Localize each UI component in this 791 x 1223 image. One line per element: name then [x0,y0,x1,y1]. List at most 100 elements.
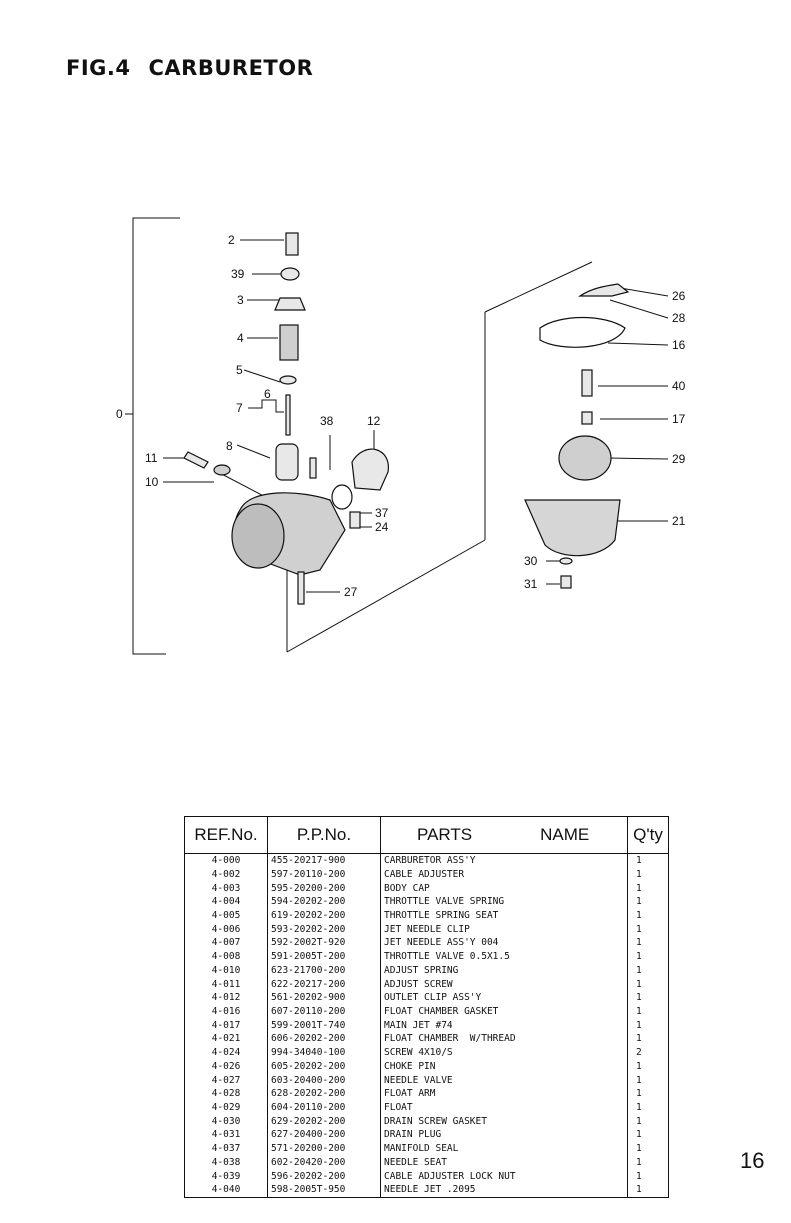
callout-label: 12 [367,414,381,428]
ref-no-cell: 4-002 [184,867,268,882]
part-name-cell: ADJUST SPRING [380,963,628,978]
pp-no-cell: 594-20202-200 [267,895,381,909]
qty-cell: 1 [627,881,669,896]
pp-no-cell: 602-20420-200 [267,1155,381,1170]
screw-shape [349,511,361,529]
figure-number: FIG.4 [66,56,131,80]
pp-no-cell: 628-20202-200 [267,1087,381,1101]
parts-header: PARTS [417,825,473,844]
float-chamber-shape [524,499,621,557]
pp-no-cell: 622-20217-200 [267,977,381,992]
qty-cell: 1 [627,950,669,964]
pp-no-cell: 606-20202-200 [267,1032,381,1047]
ref-no-cell: 4-006 [184,922,268,937]
part-name-cell: FLOAT CHAMBER GASKET [380,1004,628,1019]
part-name-cell: CHOKE PIN [380,1059,628,1074]
ref-no-cell: 4-011 [184,977,268,992]
callout-label: 11 [145,451,158,465]
qty-cell: 1 [627,963,669,978]
pp-no-cell: 597-20110-200 [267,867,381,882]
needle-valve-shape [297,571,305,605]
ref-no-cell: 4-031 [184,1128,268,1143]
spring-shape [279,324,299,361]
qty-cell: 1 [627,895,669,909]
part-name-cell: CABLE ADJUSTER LOCK NUT [380,1169,628,1184]
manifold-seal-shape [331,484,353,510]
pp-no-cell: 607-20110-200 [267,1004,381,1019]
qty-cell: 1 [627,867,669,882]
qty-cell: 1 [627,922,669,937]
jet-needle-shape [285,394,291,436]
pp-no-cell: 591-2005T-200 [267,950,381,964]
ref-no-cell: 4-012 [184,991,268,1005]
pp-no-cell: 629-20202-200 [267,1114,381,1129]
callout-label: 24 [375,520,389,534]
adjust-screw-shape [183,451,209,469]
throttle-valve-shape [275,443,299,481]
qty-cell: 1 [627,1155,669,1170]
part-name-cell: CARBURETOR ASS'Y [380,853,628,868]
callout-label: 5 [236,363,243,377]
qty-cell: 1 [627,936,669,951]
part-name-cell: DRAIN PLUG [380,1128,628,1143]
ref-no-cell: 4-038 [184,1155,268,1170]
pp-no-cell: 619-20202-200 [267,908,381,923]
callout-label: 39 [231,267,245,281]
spring-seat-shape [279,375,297,385]
outlet-clip-shape [351,448,389,491]
callout-label: 7 [236,401,243,415]
part-name-cell: FLOAT [380,1100,628,1115]
callout-label: 6 [264,387,271,401]
ref-no-cell: 4-017 [184,1018,268,1033]
ref-no-cell: 4-008 [184,950,268,964]
part-name-cell: OUTLET CLIP ASS'Y [380,991,628,1005]
choke-pin-shape [309,457,317,479]
callout-label: 27 [344,585,358,599]
ref-no-cell: 4-000 [184,853,268,868]
callout-label: 8 [226,439,233,453]
qty-cell: 1 [627,1059,669,1074]
ref-no-cell: 4-021 [184,1032,268,1047]
carburetor-exploded-diagram: 0 2 39 3 4 5 6 7 8 11 10 38 12 37 24 27 … [116,217,686,655]
part-name-cell: NEEDLE JET .2095 [380,1183,628,1199]
callout-label: 26 [672,289,686,303]
body-cap-shape [274,297,306,311]
ref-no-cell: 4-026 [184,1059,268,1074]
callout-label: 31 [524,577,538,591]
ref-no-cell: 4-010 [184,963,268,978]
pp-no-cell: 571-20200-200 [267,1142,381,1156]
pp-no-header: P.P.No. [267,816,381,854]
part-name-cell: ADJUST SCREW [380,977,628,992]
part-name-cell: THROTTLE VALVE SPRING [380,895,628,909]
ref-no-cell: 4-005 [184,908,268,923]
qty-cell: 1 [627,1032,669,1047]
body-flange-shape [231,503,285,569]
callout-label: 38 [320,414,334,428]
drain-plug-shape [560,575,572,589]
qty-cell: 1 [627,908,669,923]
pp-no-cell: 596-20202-200 [267,1169,381,1184]
pp-no-cell: 605-20202-200 [267,1059,381,1074]
adjust-spring-shape [213,464,231,476]
callout-label: 40 [672,379,686,393]
pp-no-cell: 599-2001T-740 [267,1018,381,1033]
frame-line-bottom [286,539,486,653]
ref-no-cell: 4-029 [184,1100,268,1115]
pp-no-cell: 595-20200-200 [267,881,381,896]
part-name-cell: JET NEEDLE ASS'Y 004 [380,936,628,951]
qty-cell: 1 [627,977,669,992]
ref-no-cell: 4-004 [184,895,268,909]
main-jet-shape [581,411,593,425]
qty-cell: 1 [627,1004,669,1019]
